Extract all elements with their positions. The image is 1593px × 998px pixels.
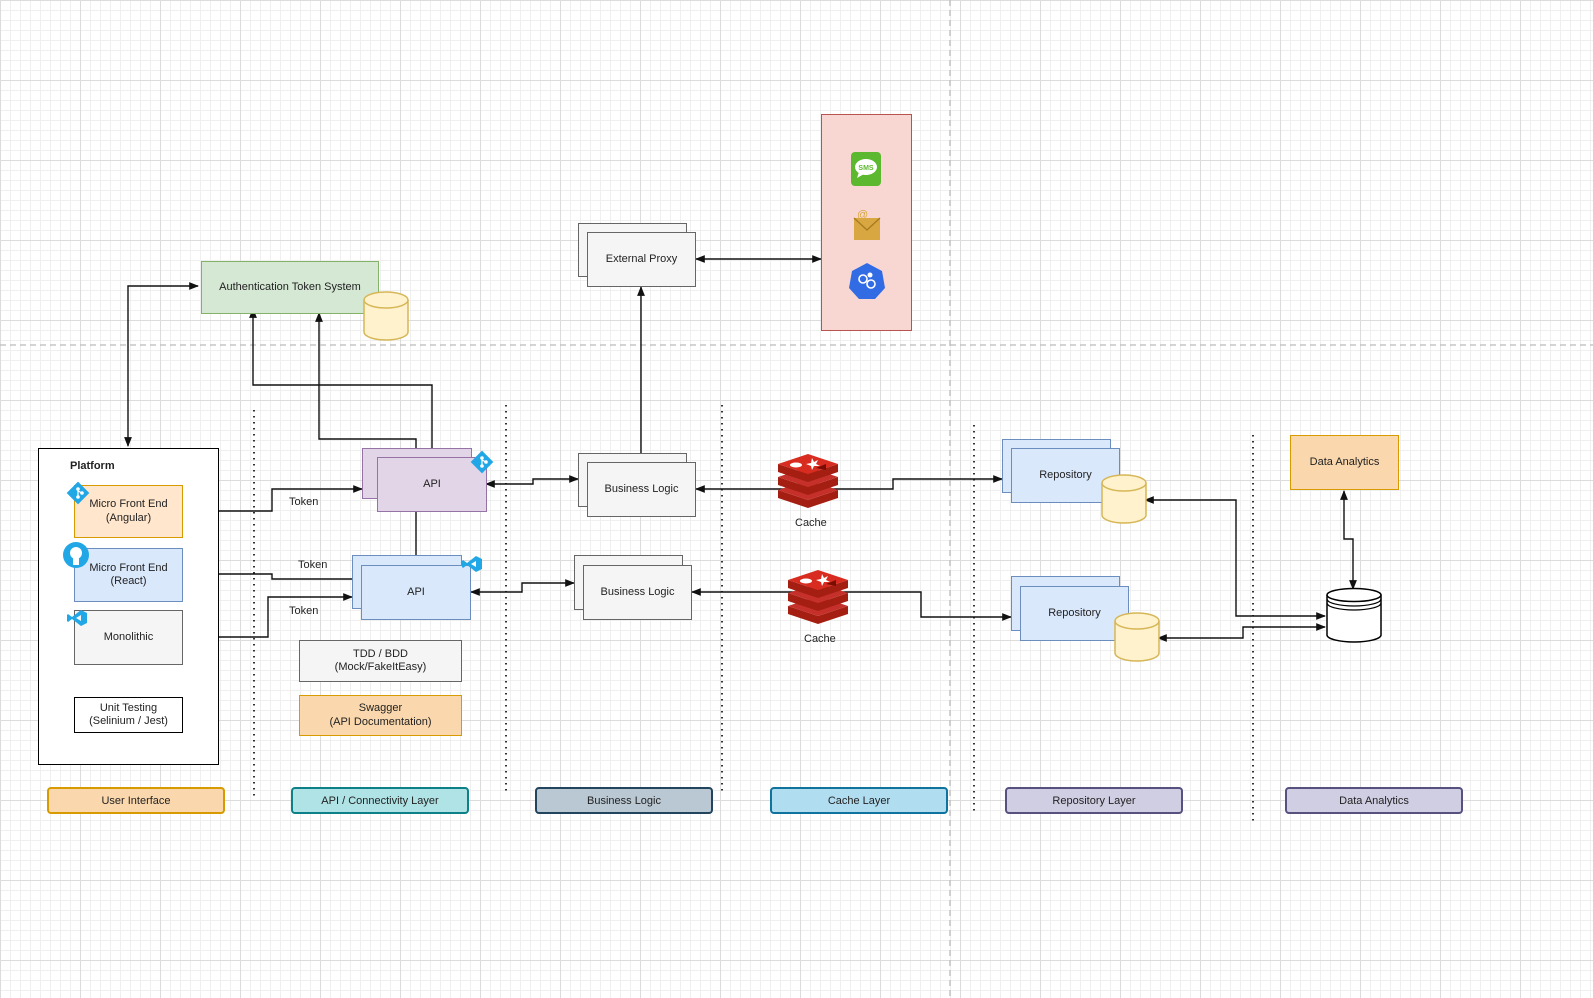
business-logic-bottom[interactable]: Business Logic bbox=[583, 565, 692, 620]
react-micro-frontend[interactable]: Micro Front End (React) bbox=[74, 548, 183, 602]
tdd-bdd-box[interactable]: TDD / BDD (Mock/FakeItEasy) bbox=[299, 640, 462, 682]
email-icon: @ bbox=[853, 209, 881, 240]
redis-icon[interactable] bbox=[776, 454, 840, 510]
git-icon bbox=[470, 450, 494, 474]
git-icon bbox=[66, 481, 90, 505]
connector-api-react bbox=[182, 570, 352, 580]
sms-icon: SMS bbox=[851, 152, 881, 186]
svg-text:@: @ bbox=[857, 209, 868, 221]
connector-platform-auth bbox=[124, 282, 199, 447]
lane-cache-layer[interactable]: Cache Layer bbox=[770, 787, 948, 814]
repository-bottom-database-icon bbox=[1114, 612, 1160, 662]
token-label: Token bbox=[289, 496, 319, 508]
platform-title: Platform bbox=[70, 460, 115, 472]
business-logic-top[interactable]: Business Logic bbox=[587, 462, 696, 517]
api-service-icon bbox=[849, 263, 885, 299]
angular-micro-frontend[interactable]: Micro Front End (Angular) bbox=[74, 485, 183, 538]
svg-text:SMS: SMS bbox=[858, 165, 874, 172]
vscode-icon bbox=[67, 610, 87, 626]
github-icon bbox=[63, 542, 89, 568]
connector-analytics bbox=[1340, 490, 1357, 590]
lane-repository-layer[interactable]: Repository Layer bbox=[1005, 787, 1183, 814]
connector-api-bl-bottom bbox=[470, 579, 575, 596]
unit-testing-box[interactable]: Unit Testing (Selinium / Jest) bbox=[74, 697, 183, 733]
connector-auth-api-bottom bbox=[315, 312, 420, 565]
token-label: Token bbox=[289, 605, 319, 617]
analytics-database-icon bbox=[1326, 587, 1382, 643]
connector-angular-api bbox=[182, 485, 363, 515]
lane-api-connectivity[interactable]: API / Connectivity Layer bbox=[291, 787, 469, 814]
cache-bottom-label: Cache bbox=[804, 633, 836, 645]
connector-repo-top-analytics bbox=[1144, 496, 1326, 620]
token-label: Token bbox=[298, 559, 328, 571]
connector-monolithic-api bbox=[182, 593, 353, 641]
lane-data-analytics[interactable]: Data Analytics bbox=[1285, 787, 1463, 814]
repository-bottom[interactable]: Repository bbox=[1020, 586, 1129, 641]
connector-bl-repo-top bbox=[695, 475, 1003, 493]
cache-top-label: Cache bbox=[795, 517, 827, 529]
auth-token-system[interactable]: Authentication Token System bbox=[201, 261, 379, 314]
swagger-box[interactable]: Swagger (API Documentation) bbox=[299, 695, 462, 736]
connector-repo-bottom-analytics bbox=[1157, 623, 1326, 642]
connector-bl-repo-bottom bbox=[691, 588, 1012, 621]
vscode-icon bbox=[462, 556, 482, 572]
api-top[interactable]: API bbox=[377, 457, 487, 512]
lane-user-interface[interactable]: User Interface bbox=[47, 787, 225, 814]
connector-api-bl-top bbox=[485, 475, 579, 488]
api-bottom[interactable]: API bbox=[361, 565, 471, 620]
lane-business-logic[interactable]: Business Logic bbox=[535, 787, 713, 814]
external-proxy[interactable]: External Proxy bbox=[587, 232, 696, 287]
auth-database-icon bbox=[363, 291, 409, 341]
redis-icon[interactable] bbox=[786, 570, 850, 626]
data-analytics-box[interactable]: Data Analytics bbox=[1290, 435, 1399, 490]
repository-top-database-icon bbox=[1101, 474, 1147, 524]
monolithic-app[interactable]: Monolithic bbox=[74, 610, 183, 665]
